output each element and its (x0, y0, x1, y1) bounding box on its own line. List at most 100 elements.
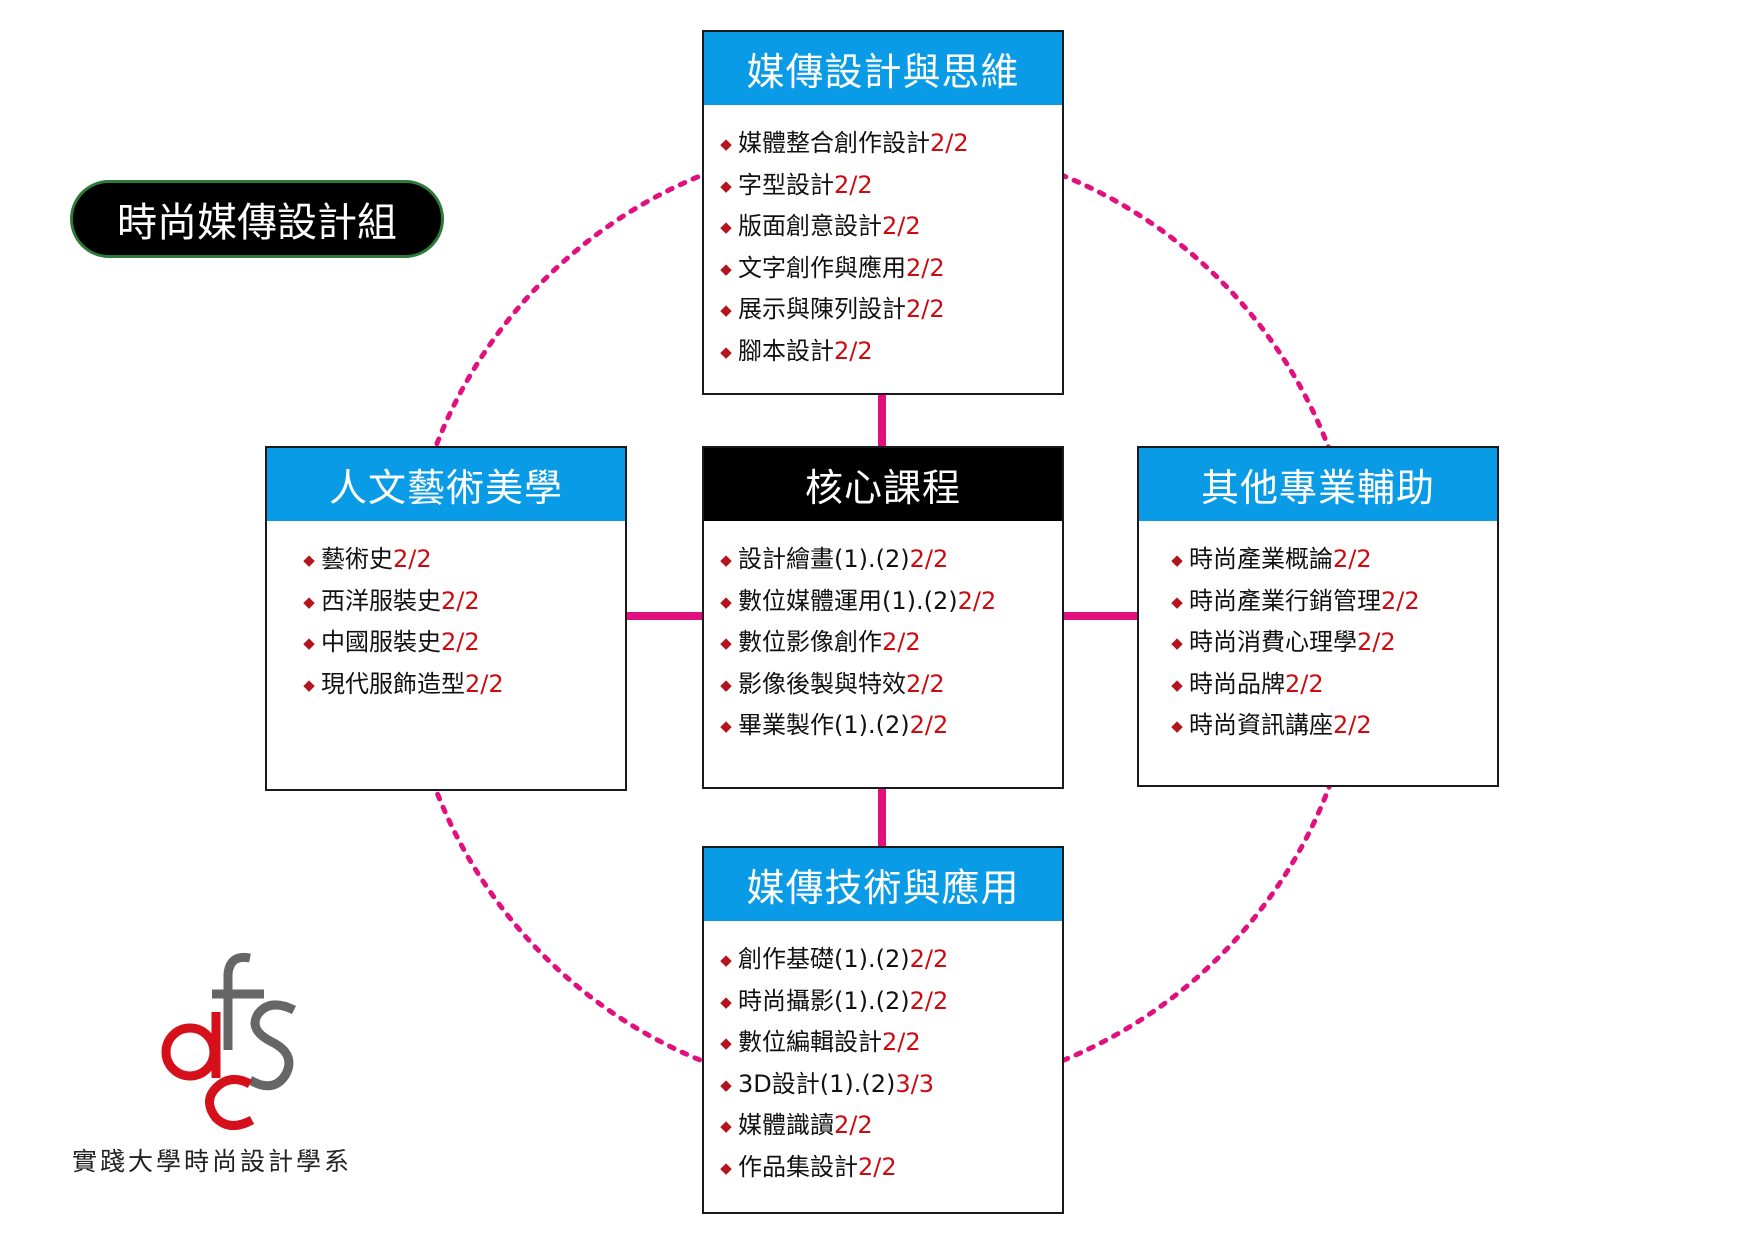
connector-right (1062, 612, 1138, 620)
course-name: 媒體整合創作設計 (738, 129, 930, 157)
box-media-design-thinking: 媒傳設計與思維 ◆媒體整合創作設計2/2◆字型設計2/2◆版面創意設計2/2◆文… (702, 30, 1064, 395)
course-credits: 2/2 (906, 253, 945, 282)
course-item: ◆媒體整合創作設計2/2 (714, 123, 1062, 165)
course-credits: 2/2 (834, 170, 873, 199)
course-name: 西洋服裝史 (321, 586, 441, 615)
box-other-support: 其他專業輔助 ◆時尚產業概論2/2◆時尚產業行銷管理2/2◆時尚消費心理學2/2… (1137, 446, 1499, 787)
course-name: 媒體識讀 (738, 1111, 834, 1139)
course-item: ◆ 現代服飾造型2/2 (297, 664, 625, 706)
course-name: 影像後製與特效 (738, 669, 906, 698)
course-name: 版面創意設計 (738, 212, 882, 240)
course-credits: 2/2 (1333, 711, 1372, 739)
box-title: 人文藝術美學 (267, 448, 625, 521)
diamond-bullet-icon: ◆ (1171, 675, 1183, 694)
course-name: 藝術史 (321, 545, 393, 573)
diamond-bullet-icon: ◆ (720, 992, 732, 1011)
course-item: ◆數位影像創作2/2 (714, 622, 1062, 664)
box-title: 媒傳技術與應用 (704, 848, 1062, 921)
course-name: 3D設計(1).(2) (738, 1069, 896, 1098)
course-item: ◆ 時尚品牌2/2 (1165, 664, 1497, 706)
course-item: ◆ 影像後製與特效2/2 (714, 664, 1062, 706)
course-item: ◆數位編輯設計2/2 (714, 1022, 1062, 1064)
course-list: ◆創作基礎(1).(2)2/2◆時尚攝影(1).(2)2/2◆數位編輯設計2/2… (704, 921, 1062, 1188)
course-list: ◆設計繪畫(1).(2)2/2◆數位媒體運用(1).(2)2/2◆數位影像創作2… (704, 521, 1062, 747)
course-credits: 2/2 (1357, 628, 1396, 656)
course-name: 畢業製作(1).(2) (738, 711, 910, 739)
course-credits: 2/2 (834, 336, 873, 365)
connector-left (626, 612, 702, 620)
diamond-bullet-icon: ◆ (303, 551, 315, 569)
course-credits: 2/2 (441, 586, 480, 615)
course-credits: 2/2 (882, 212, 921, 240)
course-item: ◆ 腳本設計2/2 (714, 331, 1062, 373)
diamond-bullet-icon: ◆ (720, 1158, 732, 1177)
course-name: 時尚品牌 (1189, 669, 1285, 698)
diamond-bullet-icon: ◆ (720, 176, 732, 195)
course-list: ◆時尚產業概論2/2◆時尚產業行銷管理2/2◆時尚消費心理學2/2◆時尚品牌2/… (1139, 521, 1497, 747)
course-list: ◆藝術史2/2◆西洋服裝史2/2◆中國服裝史2/2◆現代服飾造型2/2 (267, 521, 625, 705)
course-name: 文字創作與應用 (738, 253, 906, 282)
course-credits: 2/2 (1333, 545, 1372, 573)
course-name: 創作基礎(1).(2) (738, 945, 910, 973)
course-item: ◆ 媒體識讀2/2 (714, 1105, 1062, 1147)
diamond-bullet-icon: ◆ (720, 1034, 732, 1052)
course-name: 數位媒體運用(1).(2) (738, 586, 958, 615)
course-credits: 2/2 (1285, 669, 1324, 698)
diamond-bullet-icon: ◆ (720, 218, 732, 236)
box-title: 媒傳設計與思維 (704, 32, 1062, 105)
course-credits: 2/2 (882, 628, 921, 656)
course-name: 時尚消費心理學 (1189, 628, 1357, 656)
course-credits: 2/2 (465, 669, 504, 698)
course-name: 時尚資訊講座 (1189, 711, 1333, 739)
box-title: 其他專業輔助 (1139, 448, 1497, 521)
course-item: ◆中國服裝史2/2 (297, 622, 625, 664)
course-name: 腳本設計 (738, 336, 834, 365)
course-credits: 2/2 (930, 129, 969, 157)
course-name: 作品集設計 (738, 1152, 858, 1181)
course-item: ◆ 時尚消費心理學2/2 (1165, 622, 1497, 664)
connector-top (878, 394, 886, 446)
course-item: ◆ 時尚攝影(1).(2)2/2 (714, 981, 1062, 1023)
course-credits: 2/2 (909, 986, 949, 1015)
course-item: ◆畢業製作(1).(2)2/2 (714, 705, 1062, 747)
box-humanities-arts: 人文藝術美學 ◆藝術史2/2◆西洋服裝史2/2◆中國服裝史2/2◆現代服飾造型2… (265, 446, 627, 791)
course-item: ◆時尚產業概論2/2 (1165, 539, 1497, 581)
course-item: ◆ 字型設計2/2 (714, 165, 1062, 207)
course-item: ◆創作基礎(1).(2)2/2 (714, 939, 1062, 981)
box-title: 核心課程 (704, 448, 1062, 521)
diamond-bullet-icon: ◆ (1171, 551, 1183, 569)
course-credits: 2/2 (858, 1152, 897, 1181)
diamond-bullet-icon: ◆ (1171, 717, 1183, 735)
course-name: 現代服飾造型 (321, 669, 465, 698)
connector-bottom (878, 788, 886, 846)
course-name: 數位影像創作 (738, 628, 882, 656)
course-name: 時尚攝影(1).(2) (738, 986, 910, 1015)
course-credits: 2/2 (909, 711, 949, 739)
course-item: ◆ 時尚資訊講座2/2 (1165, 705, 1497, 747)
course-item: ◆3D設計(1).(2)3/3 (714, 1064, 1062, 1106)
diamond-bullet-icon: ◆ (720, 1117, 732, 1135)
diamond-bullet-icon: ◆ (720, 342, 732, 361)
fdc-logo (161, 952, 297, 1130)
course-credits: 2/2 (882, 1028, 921, 1056)
course-item: ◆設計繪畫(1).(2)2/2 (714, 539, 1062, 581)
diamond-bullet-icon: ◆ (720, 951, 732, 969)
course-name: 字型設計 (738, 170, 834, 199)
diamond-bullet-icon: ◆ (720, 551, 732, 569)
course-credits: 2/2 (834, 1111, 873, 1139)
course-credits: 2/2 (1381, 586, 1420, 615)
box-media-tech-application: 媒傳技術與應用 ◆創作基礎(1).(2)2/2◆時尚攝影(1).(2)2/2◆數… (702, 846, 1064, 1214)
course-item: ◆西洋服裝史2/2 (297, 581, 625, 623)
diamond-bullet-icon: ◆ (303, 675, 315, 694)
school-name: 實踐大學時尚設計學系 (72, 1147, 353, 1176)
course-item: ◆ 作品集設計2/2 (714, 1147, 1062, 1189)
course-credits: 2/2 (906, 669, 945, 698)
course-credits: 2/2 (393, 545, 432, 573)
diamond-bullet-icon: ◆ (720, 675, 732, 694)
diamond-bullet-icon: ◆ (720, 592, 732, 611)
course-name: 中國服裝史 (321, 628, 441, 656)
course-credits: 3/3 (895, 1069, 934, 1098)
course-credits: 2/2 (957, 586, 997, 615)
diamond-bullet-icon: ◆ (1171, 634, 1183, 652)
box-core-courses: 核心課程 ◆設計繪畫(1).(2)2/2◆數位媒體運用(1).(2)2/2◆數位… (702, 446, 1064, 789)
